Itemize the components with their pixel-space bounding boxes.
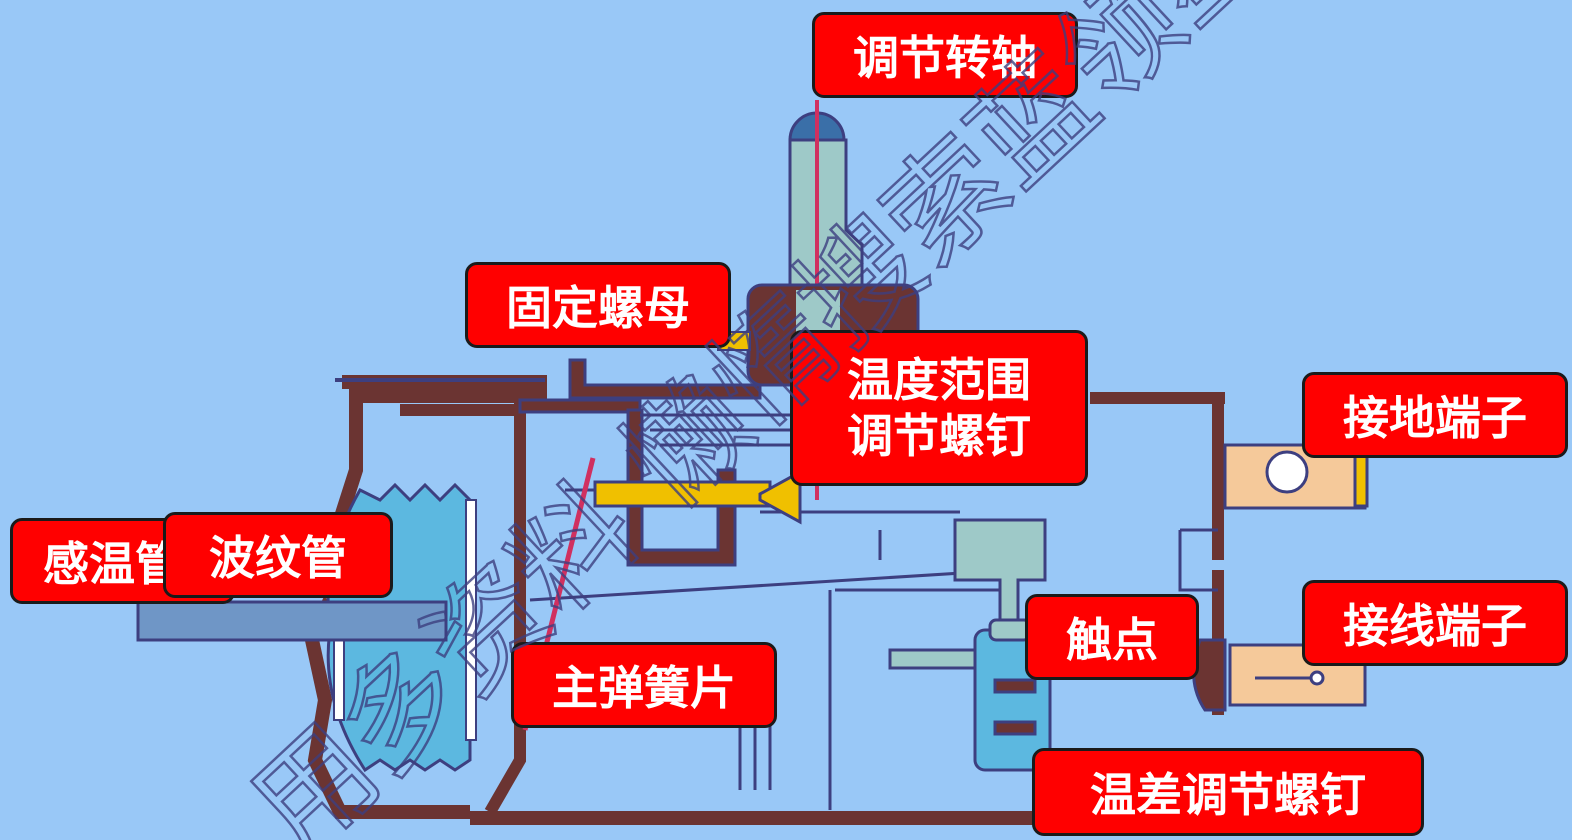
label-main-spring: 主弹簧片 — [511, 642, 777, 728]
terminals — [1192, 443, 1369, 712]
label-diff-screw: 温差调节螺钉 — [1032, 748, 1424, 836]
guide-lines — [529, 413, 1011, 810]
label-wiring-terminal: 接线端子 — [1302, 580, 1568, 666]
label-fixed-nut: 固定螺母 — [465, 262, 731, 348]
sensing-tube — [136, 600, 448, 642]
label-bellows: 波纹管 — [163, 512, 393, 598]
label-temp-range-screw: 温度范围 调节螺钉 — [790, 330, 1088, 486]
label-ground-terminal: 接地端子 — [1302, 372, 1568, 458]
label-adjust-shaft: 调节转轴 — [812, 12, 1078, 98]
label-contact: 触点 — [1025, 594, 1199, 680]
upper-bracket — [518, 358, 762, 567]
temp-range-screw — [593, 469, 802, 525]
